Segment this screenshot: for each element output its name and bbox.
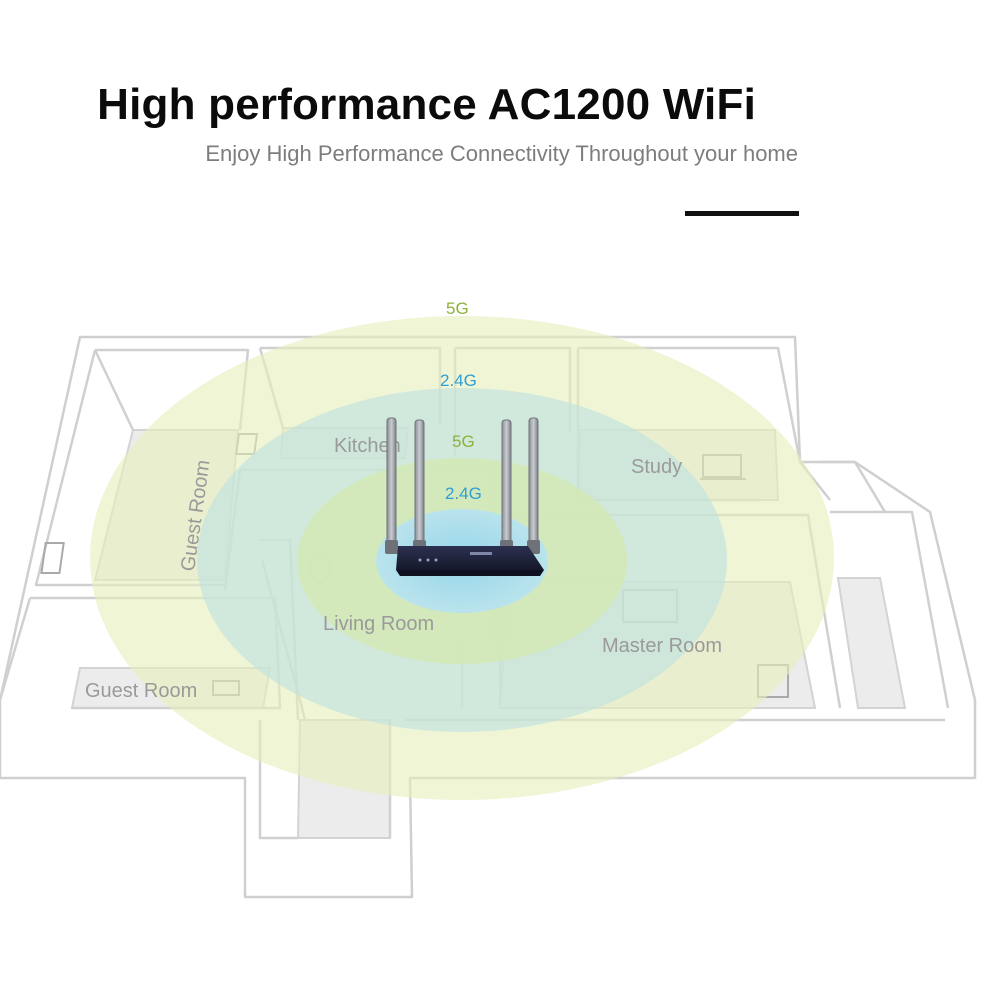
band-label-inner-24g: 2.4G: [445, 484, 482, 503]
room-label-kitchen: Kitchen: [334, 435, 401, 457]
room-label-living-room: Living Room: [323, 613, 434, 635]
room-label-master-room: Master Room: [602, 635, 722, 657]
band-label-outer-5g: 5G: [446, 299, 469, 318]
wifi-router-icon: [385, 417, 544, 576]
accent-divider: [685, 211, 799, 216]
band-label-outer-24g: 2.4G: [440, 371, 477, 390]
room-label-study: Study: [631, 456, 682, 478]
page-subtitle: Enjoy High Performance Connectivity Thro…: [205, 141, 798, 166]
band-labels: 5G 2.4G 5G 2.4G: [440, 299, 482, 503]
page-title: High performance AC1200 WiFi: [97, 80, 756, 129]
band-label-inner-5g: 5G: [452, 432, 475, 451]
room-label-guest-room-bottom: Guest Room: [85, 680, 197, 702]
